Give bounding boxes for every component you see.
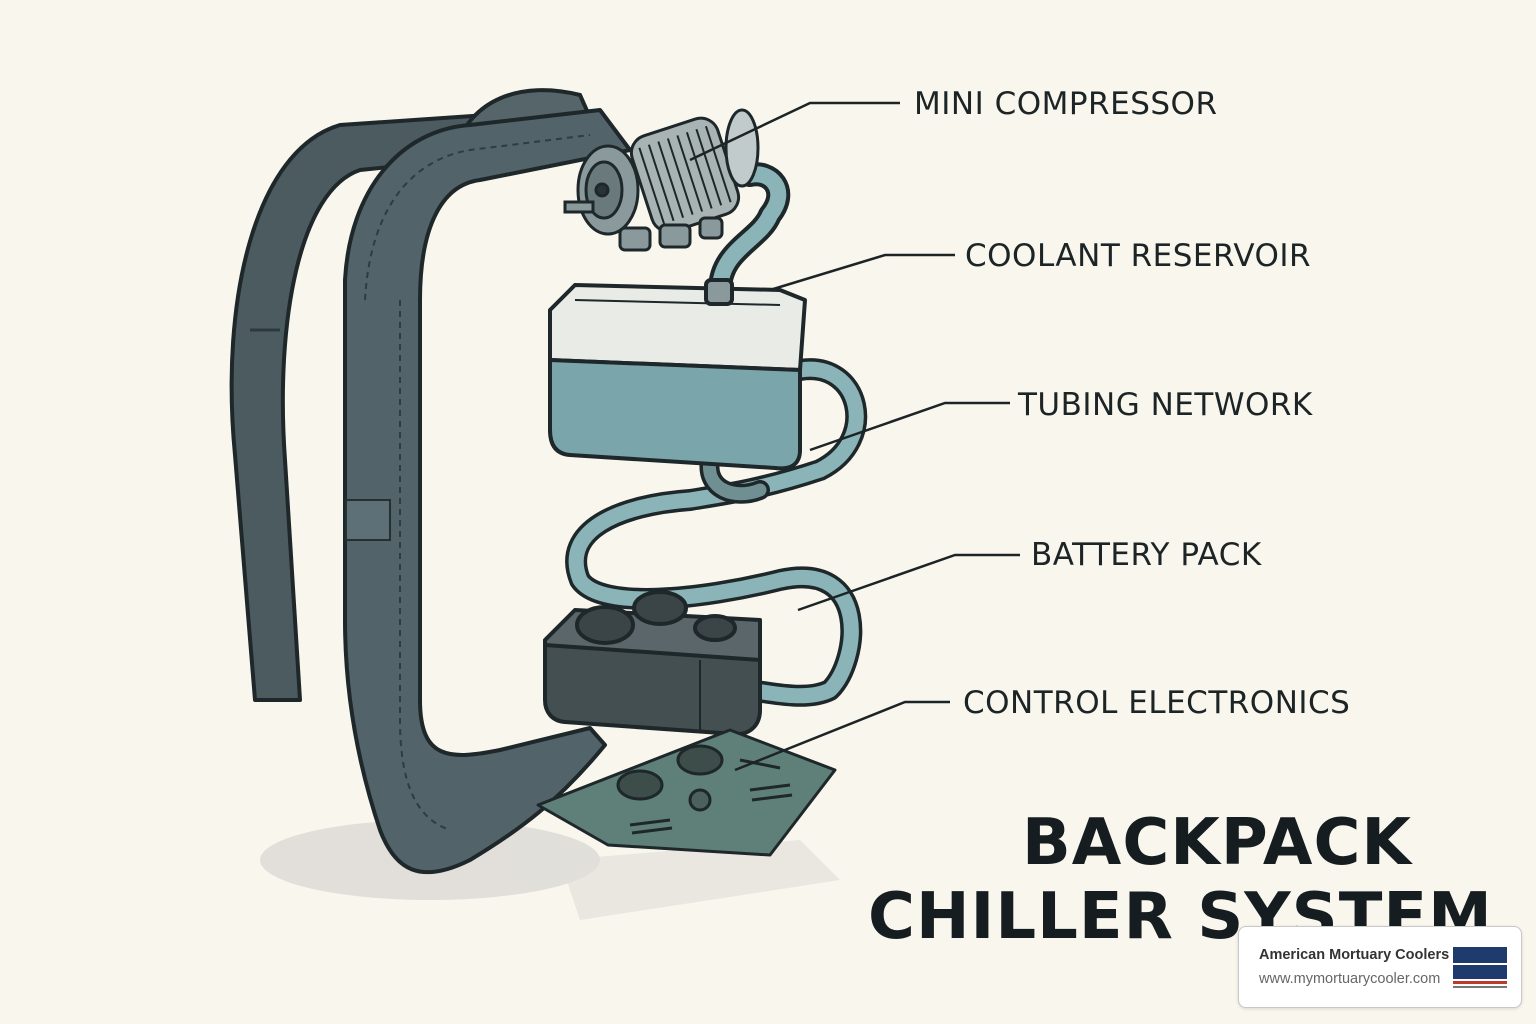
diagram-title-line-1: BACKPACK: [1022, 806, 1412, 880]
label-coolant-reservoir: COOLANT RESERVOIR: [965, 238, 1312, 274]
brand-badge: American Mortuary Coolers www.mymortuary…: [1238, 926, 1522, 1008]
leader-reservoir: [769, 253, 955, 292]
tubing-network: [565, 162, 868, 707]
coolant-reservoir: [548, 278, 807, 471]
label-control-electronics: CONTROL ELECTRONICS: [963, 685, 1351, 721]
control-electronics-board: [536, 728, 837, 857]
company-logo-icon: [1451, 941, 1509, 993]
badge-website-url: www.mymortuarycooler.com: [1259, 971, 1441, 987]
leader-compressor: [689, 101, 900, 162]
battery-pack: [543, 590, 762, 737]
backpack-frame: [343, 108, 632, 875]
mini-compressor: [563, 108, 760, 252]
callout-leaders: [689, 101, 1020, 772]
label-mini-compressor: MINI COMPRESSOR: [914, 86, 1218, 122]
leader-tubing: [809, 401, 1010, 452]
badge-company-name: American Mortuary Coolers: [1259, 947, 1450, 963]
label-battery-pack: BATTERY PACK: [1031, 537, 1262, 573]
label-tubing-network: TUBING NETWORK: [1018, 387, 1313, 423]
leader-battery: [797, 553, 1020, 612]
leader-electronics: [734, 700, 950, 772]
